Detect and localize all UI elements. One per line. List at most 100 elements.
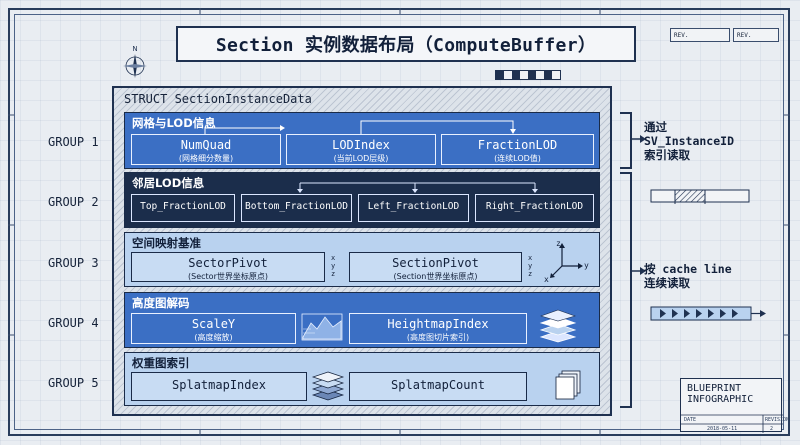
group-3-title: 空间映射基准	[132, 236, 201, 250]
axis-x: x	[331, 254, 336, 262]
field-fractionlod: FractionLOD (连续LOD值)	[441, 134, 594, 165]
field-right-fractionlod: Right_FractionLOD	[475, 194, 594, 222]
title-box: Section 实例数据布局（ComputeBuffer）	[176, 26, 636, 62]
axis-gizmo-icon: z y x	[544, 239, 589, 284]
stamp-rev-value: 2	[770, 426, 774, 432]
group-2-title: 邻居LOD信息	[132, 176, 205, 190]
field-name: HeightmapIndex	[387, 317, 489, 331]
compass-icon: N	[123, 45, 147, 78]
group-label-4: GROUP 4	[48, 316, 99, 330]
field-name: Top_FractionLOD	[140, 201, 226, 212]
rev-label-2: REV.	[737, 32, 752, 39]
field-name: NumQuad	[180, 138, 232, 152]
bottom-brace	[620, 172, 632, 408]
field-name: SectionPivot	[392, 256, 479, 270]
stamp-rev-label: REVISION	[765, 417, 790, 423]
group-4-title: 高度图解码	[132, 296, 190, 310]
note-line: 连续读取	[644, 276, 690, 290]
group-label-1: GROUP 1	[48, 135, 99, 149]
layers-icon	[539, 309, 577, 343]
field-name: Left_FractionLOD	[367, 201, 460, 212]
stamp-title-line: INFOGRAPHIC	[687, 394, 754, 405]
field-scaley: ScaleY (高度缩放)	[131, 313, 296, 344]
scale-ruler	[495, 70, 561, 80]
note-line: 通过	[644, 120, 667, 134]
stamp-date-label: DATE	[684, 417, 697, 423]
pages-icon	[555, 370, 581, 400]
group-label-2: GROUP 2	[48, 195, 99, 209]
field-sectorpivot: SectorPivot (Sector世界坐标原点)	[131, 252, 325, 282]
group-1-title: 网格与LOD信息	[132, 116, 216, 130]
field-desc: (Section世界坐标原点)	[393, 272, 478, 281]
field-name: Bottom_FractionLOD	[245, 201, 348, 212]
gizmo-z: z	[556, 239, 561, 248]
field-sectionpivot: SectionPivot (Section世界坐标原点)	[349, 252, 522, 282]
field-desc: (连续LOD值)	[494, 154, 541, 163]
lod-flow-arrows	[204, 120, 516, 134]
struct-title: STRUCT SectionInstanceData	[124, 92, 312, 106]
axis-z: z	[331, 270, 336, 278]
field-name: SectorPivot	[188, 256, 268, 270]
rev-box-2: REV.	[733, 28, 779, 42]
group-label-5: GROUP 5	[48, 376, 99, 390]
axis-y: y	[528, 262, 533, 270]
sectionpivot-axes: x y z	[528, 254, 534, 278]
field-name: Right_FractionLOD	[485, 201, 584, 212]
group-1-panel: 网格与LOD信息 NumQuad (网格细分数量) LODIndex (当前LO…	[124, 112, 600, 169]
group-5-title: 权重图索引	[132, 356, 190, 370]
outer-frame	[8, 8, 790, 436]
stamp-title: BLUEPRINT INFOGRAPHIC	[687, 383, 753, 405]
axis-z: z	[528, 270, 533, 278]
buffer-segment-icon	[650, 189, 750, 204]
note-cache-line: 按 cache line 连续读取	[644, 262, 732, 290]
neighbor-arrows	[297, 182, 538, 193]
stamp-date-value: 2018-05-11	[707, 426, 738, 432]
stamp-grid	[681, 414, 783, 433]
inner-frame	[14, 14, 784, 430]
field-name: SplatmapCount	[391, 378, 485, 392]
page-title: Section 实例数据布局（ComputeBuffer）	[215, 35, 597, 56]
field-splatmapindex: SplatmapIndex	[131, 372, 307, 401]
rev-label-1: REV.	[674, 32, 689, 39]
sequential-read-icon	[650, 306, 766, 321]
top-pointer-arrow	[630, 135, 646, 143]
field-desc: (Sector世界坐标原点)	[188, 272, 268, 281]
group-4-panel: 高度图解码 ScaleY (高度缩放) HeightmapIndex (高度图切…	[124, 292, 600, 348]
group-3-panel: 空间映射基准 SectorPivot (Sector世界坐标原点) x y z …	[124, 232, 600, 287]
sectorpivot-axes: x y z	[331, 254, 337, 278]
field-desc: (高度缩放)	[194, 333, 233, 342]
field-name: LODIndex	[332, 138, 390, 152]
top-brace	[620, 112, 632, 169]
stack-icon	[311, 371, 345, 401]
svg-text:N: N	[132, 45, 137, 53]
field-desc: (高度图切片索引)	[406, 333, 470, 342]
stamp-title-line: BLUEPRINT	[687, 383, 742, 394]
field-name: FractionLOD	[477, 138, 558, 152]
field-desc: (当前LOD层级)	[333, 154, 389, 163]
title-block-stamp: BLUEPRINT INFOGRAPHIC DATE 2018-05-11 RE…	[680, 378, 789, 433]
field-splatmapcount: SplatmapCount	[349, 372, 527, 401]
rev-box-1: REV.	[670, 28, 730, 42]
gizmo-x: x	[544, 275, 549, 284]
note-line: 索引读取	[644, 148, 690, 162]
note-instanceid: 通过 SV_InstanceID 索引读取	[644, 120, 734, 162]
group-5-panel: 权重图索引 SplatmapIndex SplatmapCount	[124, 352, 600, 406]
axis-y: y	[331, 262, 336, 270]
axis-x: x	[528, 254, 533, 262]
note-line: 按 cache line	[644, 262, 732, 276]
field-left-fractionlod: Left_FractionLOD	[358, 194, 469, 222]
field-numquad: NumQuad (网格细分数量)	[131, 134, 281, 165]
field-lodindex: LODIndex (当前LOD层级)	[286, 134, 436, 165]
field-name: SplatmapIndex	[172, 378, 266, 392]
field-heightmapindex: HeightmapIndex (高度图切片索引)	[349, 313, 527, 344]
group-2-panel: 邻居LOD信息 Top_FractionLOD Bottom_FractionL…	[124, 172, 600, 228]
terrain-icon	[301, 313, 343, 341]
field-name: ScaleY	[191, 317, 236, 331]
group-label-3: GROUP 3	[48, 256, 99, 270]
bottom-pointer-arrow	[630, 267, 646, 275]
field-top-fractionlod: Top_FractionLOD	[131, 194, 235, 222]
gizmo-y: y	[584, 261, 589, 270]
field-desc: (网格细分数量)	[178, 154, 234, 163]
